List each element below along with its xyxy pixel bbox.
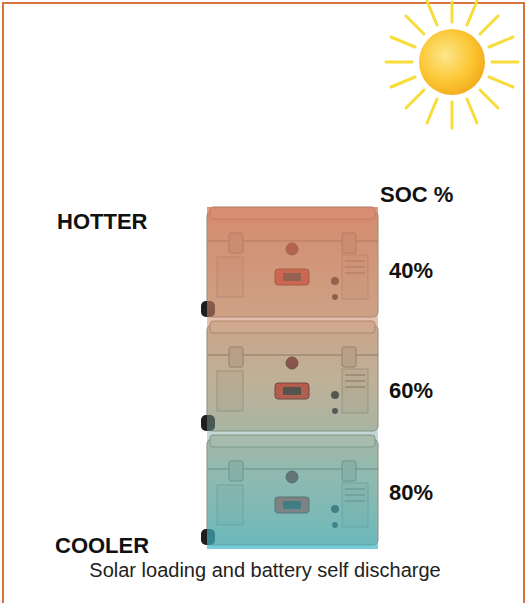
text-label: 80%: [389, 480, 433, 506]
battery-stack: [201, 207, 378, 549]
text-label: 40%: [389, 258, 433, 284]
caption: Solar loading and battery self discharge: [60, 557, 470, 583]
text-label: 60%: [389, 378, 433, 404]
text-label: SOC %: [380, 182, 453, 208]
text-label: HOTTER: [57, 209, 147, 235]
text-label: COOLER: [55, 533, 149, 559]
sun: [386, 1, 518, 128]
